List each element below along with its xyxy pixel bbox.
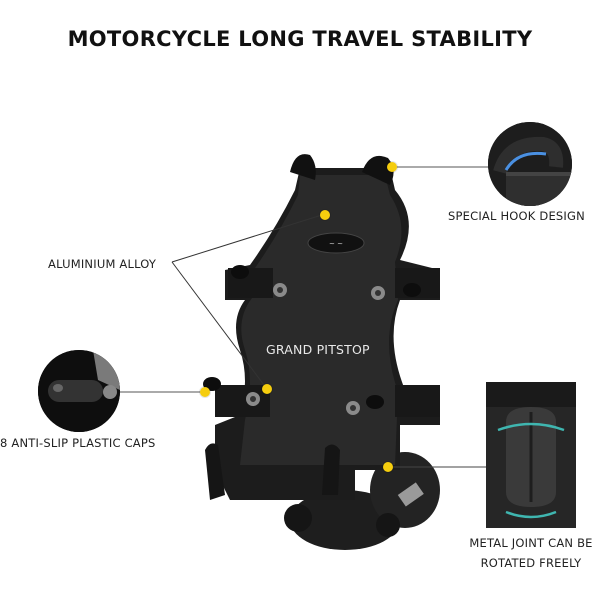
metal-joint-label-line2: ROTATED FREELY (480, 556, 582, 570)
metal-joint-label-line1: METAL JOINT CAN BE (469, 536, 593, 550)
svg-text:~ ~: ~ ~ (329, 240, 343, 248)
hook-closeup-image (488, 122, 572, 206)
cap-marker-dot (200, 387, 210, 397)
metal-joint-label: METAL JOINT CAN BE ROTATED FREELY (455, 533, 600, 573)
plastic-cap-closeup-image (38, 350, 120, 432)
aluminium-alloy-label: ALUMINIUM ALLOY (48, 257, 157, 271)
ball-joint-closeup-image (486, 382, 576, 528)
special-hook-label: SPECIAL HOOK DESIGN (448, 209, 585, 223)
hook-marker-dot (387, 162, 397, 172)
joint-marker-dot (383, 462, 393, 472)
page-title: MOTORCYCLE LONG TRAVEL STABILITY (67, 27, 533, 51)
brand-text: GRAND PITSTOP (266, 342, 370, 357)
alloy-marker-dot-2 (262, 384, 272, 394)
alloy-marker-dot (320, 210, 330, 220)
plastic-caps-label: 8 ANTI-SLIP PLASTIC CAPS (0, 436, 156, 450)
